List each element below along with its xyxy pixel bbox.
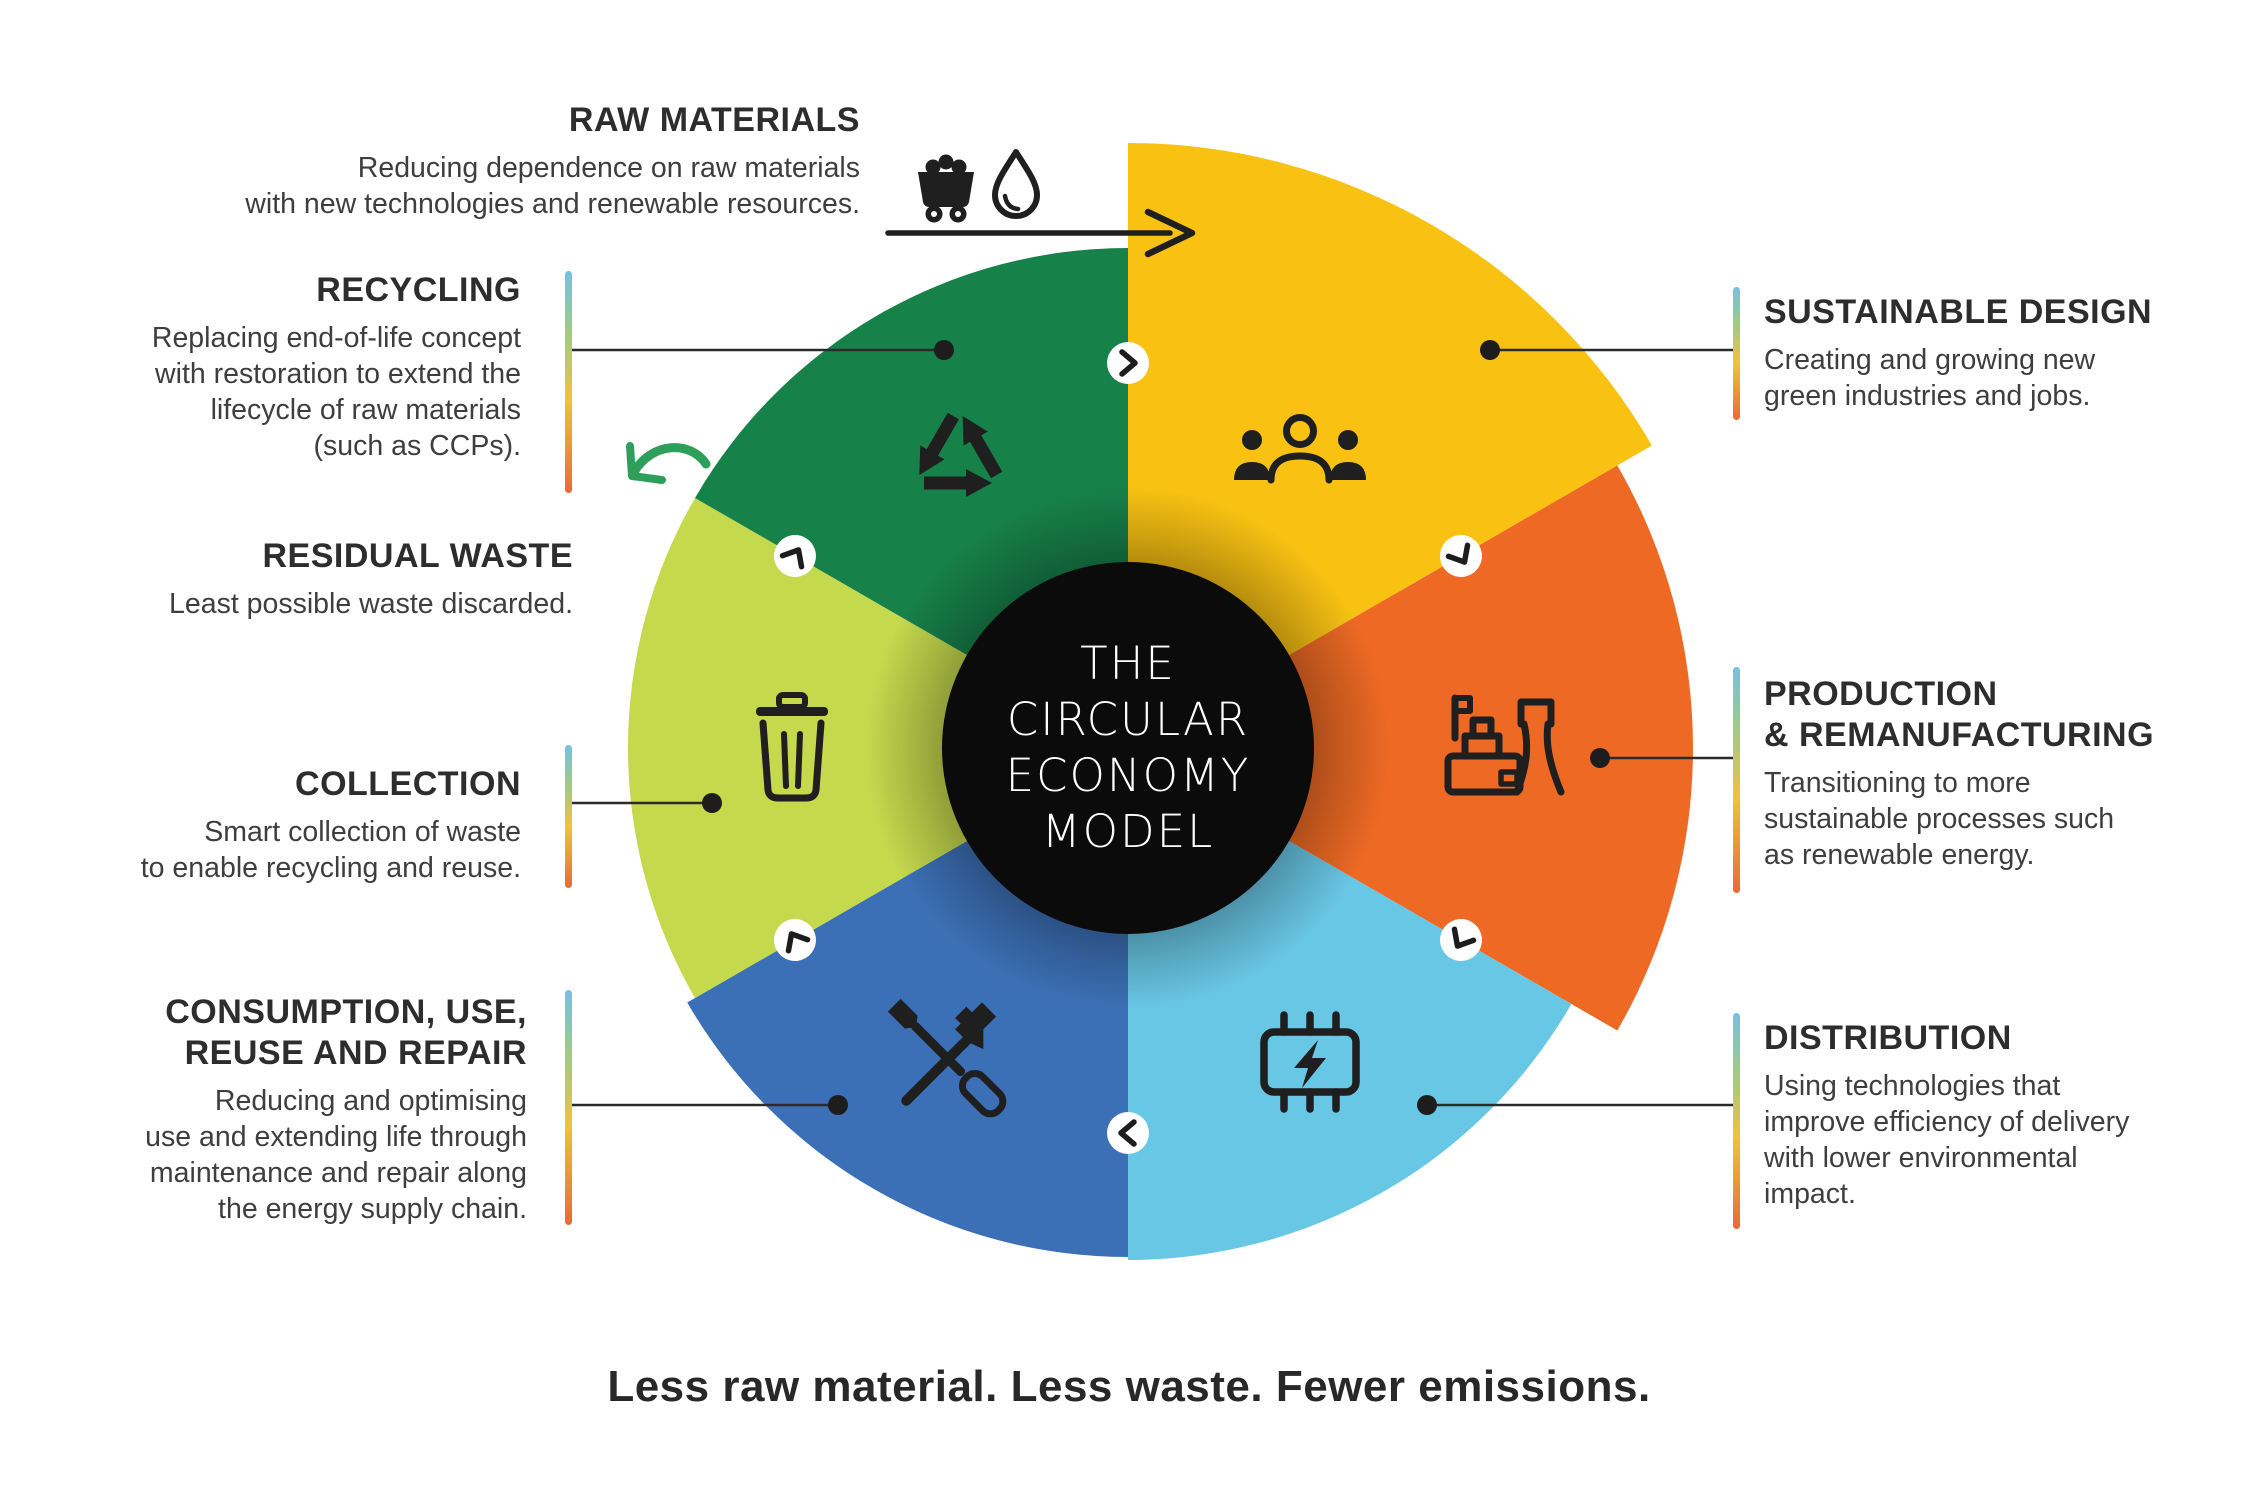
- recycling-desc: with restoration to extend the: [155, 358, 521, 390]
- chevron-icon: [1440, 919, 1482, 961]
- consumption-section: CONSUMPTION, USE, REUSE AND REPAIR Reduc…: [0, 992, 527, 1227]
- production-desc: Transitioning to more: [1764, 767, 2031, 799]
- recycling-heading: RECYCLING: [316, 271, 521, 309]
- tagline: Less raw material. Less waste. Fewer emi…: [607, 1362, 1651, 1411]
- water-drop-icon: [992, 149, 1040, 219]
- consumption-heading: CONSUMPTION, USE, REUSE AND REPAIR: [165, 993, 527, 1072]
- production-section: PRODUCTION & REMANUFACTURING Transitioni…: [1764, 674, 2234, 873]
- consumption-desc: use and extending life through: [145, 1121, 527, 1153]
- raw-materials-heading: RAW MATERIALS: [568, 101, 860, 139]
- connector-dots: [702, 340, 1610, 1115]
- chevron-icon: [774, 919, 816, 961]
- sustainable-design-heading: SUSTAINABLE DESIGN: [1764, 293, 2153, 331]
- flow-chevrons: [774, 342, 1482, 1154]
- residual-waste-heading: RESIDUAL WASTE: [262, 537, 573, 575]
- segment-production: [1128, 465, 1693, 1031]
- recycling-section: RECYCLING Replacing end-of-life concept …: [0, 270, 521, 464]
- sustainable-design-section: SUSTAINABLE DESIGN Creating and growing …: [1764, 292, 2234, 414]
- tools-icon: [887, 998, 1007, 1118]
- production-desc: sustainable processes such: [1764, 803, 2115, 835]
- raw-materials-desc: with new technologies and renewable reso…: [245, 188, 860, 220]
- center-title-line: ECONOMY: [1005, 749, 1251, 802]
- sustainable-design-desc: green industries and jobs.: [1764, 380, 2091, 412]
- sustainable-design-gradient-bar: [1733, 287, 1740, 420]
- waste-exit-arrow-icon: [626, 442, 711, 484]
- recycling-gradient-bar: [565, 271, 572, 493]
- distribution-heading: DISTRIBUTION: [1764, 1019, 2012, 1057]
- trash-bin-icon: [756, 692, 828, 802]
- collection-desc: to enable recycling and reuse.: [140, 852, 521, 884]
- distribution-desc: impact.: [1764, 1178, 1856, 1210]
- distribution-gradient-bar: [1733, 1013, 1740, 1229]
- team-icon: [1234, 414, 1366, 484]
- center-title-line: CIRCULAR: [1006, 693, 1250, 746]
- center-circle: [942, 562, 1314, 934]
- residual-waste-desc: Least possible waste discarded.: [169, 588, 573, 620]
- consumption-desc: maintenance and repair along: [149, 1157, 527, 1189]
- recycling-desc: lifecycle of raw materials: [210, 394, 521, 426]
- connector-lines: [570, 348, 1733, 1107]
- chevron-icon: [1107, 1112, 1149, 1154]
- chevron-icon: [1107, 342, 1149, 384]
- production-gradient-bar: [1733, 667, 1740, 893]
- consumption-gradient-bar: [565, 990, 572, 1225]
- recycling-desc: (such as CCPs).: [313, 430, 521, 462]
- recycling-desc: Replacing end-of-life concept: [151, 322, 521, 354]
- right-arrow-icon: [885, 208, 1196, 258]
- raw-materials-section: RAW MATERIALS Reducing dependence on raw…: [0, 100, 860, 222]
- collection-gradient-bar: [565, 745, 572, 888]
- distribution-desc: improve efficiency of delivery: [1764, 1106, 2130, 1138]
- collection-heading: COLLECTION: [295, 765, 521, 803]
- chevron-icon: [774, 535, 816, 577]
- distribution-section: DISTRIBUTION Using technologies that imp…: [1764, 1018, 2234, 1212]
- production-desc: as renewable energy.: [1764, 839, 2035, 871]
- consumption-desc: the energy supply chain.: [218, 1193, 527, 1225]
- consumption-desc: Reducing and optimising: [214, 1085, 527, 1117]
- center-title-line: THE: [1080, 637, 1176, 690]
- production-heading: PRODUCTION & REMANUFACTURING: [1764, 675, 2155, 754]
- collection-section: COLLECTION Smart collection of waste to …: [0, 764, 521, 886]
- battery-chip-icon: [1260, 1011, 1360, 1113]
- factory-icon: [1444, 694, 1565, 796]
- recycle-icon: [919, 412, 1003, 497]
- sustainable-design-desc: Creating and growing new: [1764, 344, 2096, 376]
- distribution-desc: Using technologies that: [1764, 1070, 2061, 1102]
- center-title-line: MODEL: [1041, 805, 1215, 858]
- coal-cart-icon: [918, 154, 974, 223]
- distribution-desc: with lower environmental: [1764, 1142, 2078, 1174]
- residual-waste-section: RESIDUAL WASTE Least possible waste disc…: [0, 536, 573, 622]
- chevron-icon: [1440, 535, 1482, 577]
- raw-materials-desc: Reducing dependence on raw materials: [357, 152, 860, 184]
- collection-desc: Smart collection of waste: [204, 816, 521, 848]
- center-title: THE CIRCULAR ECONOMY MODEL: [908, 636, 1348, 860]
